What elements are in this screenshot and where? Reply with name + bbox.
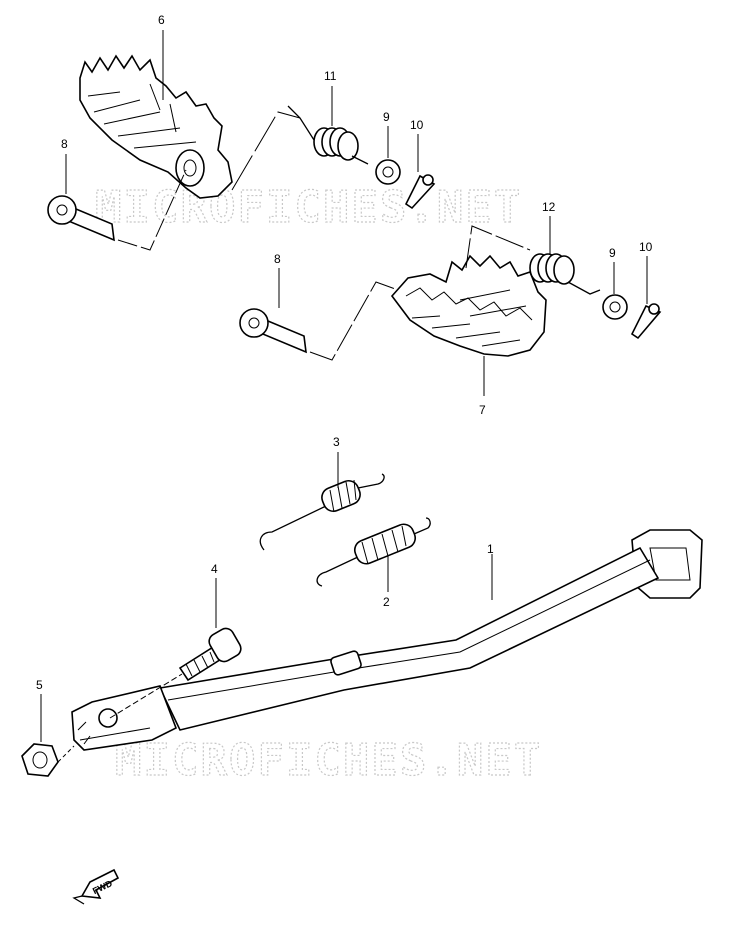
svg-text:2: 2 (383, 595, 390, 609)
callout-1: 1 (487, 542, 494, 600)
callout-4: 4 (211, 562, 218, 628)
callout-10-right: 10 (639, 240, 653, 304)
side-stand-spring-upper (259, 473, 385, 551)
callout-6: 6 (158, 13, 165, 100)
svg-text:9: 9 (383, 110, 390, 124)
callout-12: 12 (542, 200, 556, 254)
callout-5: 5 (36, 678, 43, 742)
footrest-pin-right (239, 308, 307, 354)
side-stand-bolt (178, 627, 242, 682)
watermark-bottom: MICROFICHES.NET (115, 735, 542, 786)
fwd-arrow-icon: FWD (72, 868, 120, 905)
washer-left (375, 159, 401, 185)
callout-3: 3 (333, 435, 340, 488)
svg-text:7: 7 (479, 403, 486, 417)
footrest-pin-left (47, 195, 115, 242)
svg-text:1: 1 (487, 542, 494, 556)
cotter-pin-left (404, 174, 436, 210)
washer-right (602, 294, 628, 320)
svg-text:3: 3 (333, 435, 340, 449)
callout-9-left: 9 (383, 110, 390, 158)
watermark-top: MICROFICHES.NET (95, 182, 522, 233)
svg-text:10: 10 (639, 240, 653, 254)
callout-8-left: 8 (61, 137, 68, 194)
callout-7: 7 (479, 356, 486, 417)
footrest-spring-right (529, 253, 601, 295)
side-stand (71, 529, 703, 751)
svg-text:9: 9 (609, 246, 616, 260)
svg-text:10: 10 (410, 118, 424, 132)
side-stand-nut (21, 743, 75, 777)
right-footrest (390, 254, 547, 357)
side-stand-spring-lower (316, 517, 431, 587)
callout-11: 11 (324, 69, 337, 126)
left-footrest (79, 54, 233, 199)
svg-text:6: 6 (158, 13, 165, 27)
svg-text:5: 5 (36, 678, 43, 692)
cotter-pin-right (630, 303, 662, 340)
callout-9-right: 9 (609, 246, 616, 294)
footrest-spring-left (287, 105, 369, 165)
callout-2: 2 (383, 556, 390, 609)
svg-text:12: 12 (542, 200, 556, 214)
svg-text:8: 8 (61, 137, 68, 151)
svg-text:4: 4 (211, 562, 218, 576)
callout-8-right: 8 (274, 252, 281, 308)
svg-text:8: 8 (274, 252, 281, 266)
svg-text:11: 11 (324, 69, 337, 83)
callout-10-left: 10 (410, 118, 424, 172)
